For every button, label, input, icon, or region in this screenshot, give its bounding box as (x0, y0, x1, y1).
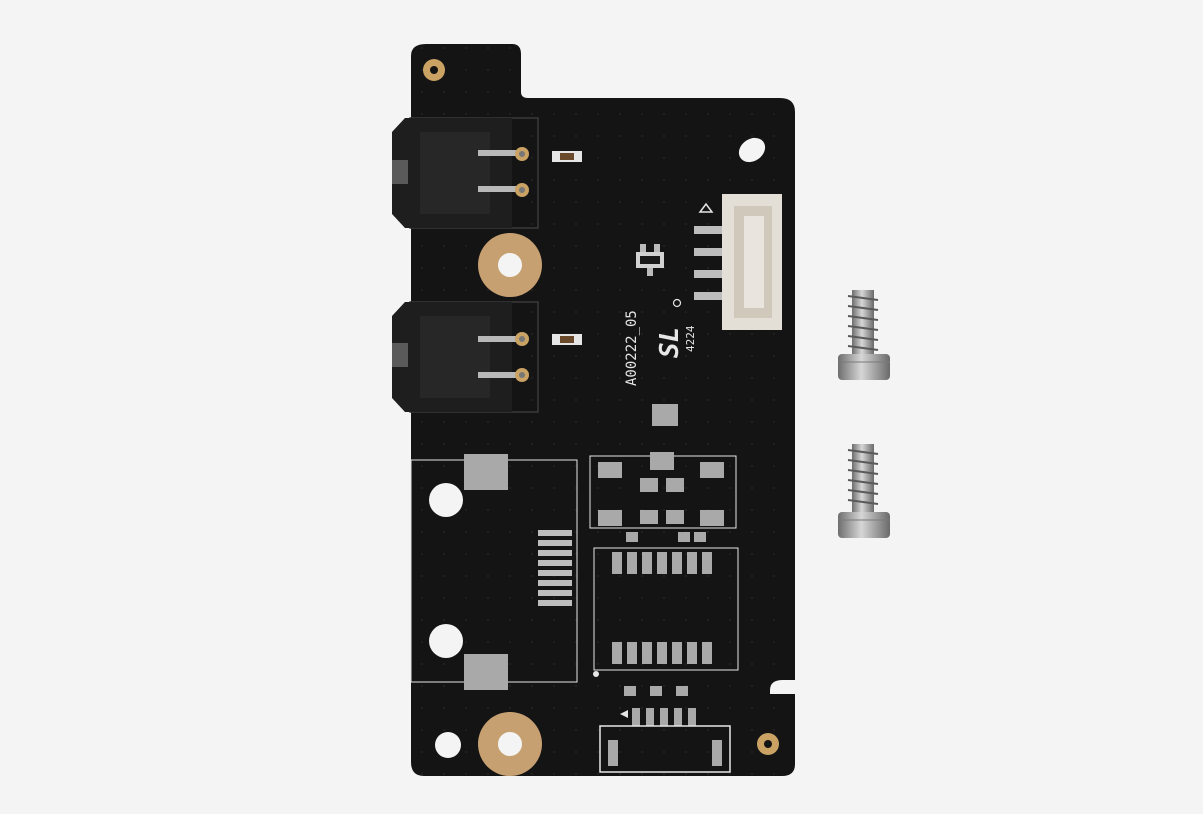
screw-bottom (838, 444, 890, 538)
4-pin-connector (694, 194, 782, 330)
screw-top (838, 290, 890, 380)
smd-pad-cluster (589, 404, 737, 529)
2-pin-connector-top (392, 117, 582, 229)
power-block (410, 454, 578, 690)
ribbon-connector (599, 708, 731, 773)
silkscreen-labels: A00222_05 SL 4224 (624, 298, 697, 386)
mounting-hole-pads (423, 59, 779, 776)
maker-mark: SL (655, 327, 685, 358)
part-number-label: A00222_05 (624, 310, 640, 386)
transistor (636, 244, 664, 276)
2-pin-connector-bottom (392, 301, 582, 413)
date-code-label: 4224 (684, 325, 697, 352)
ic-footprint (593, 532, 739, 696)
